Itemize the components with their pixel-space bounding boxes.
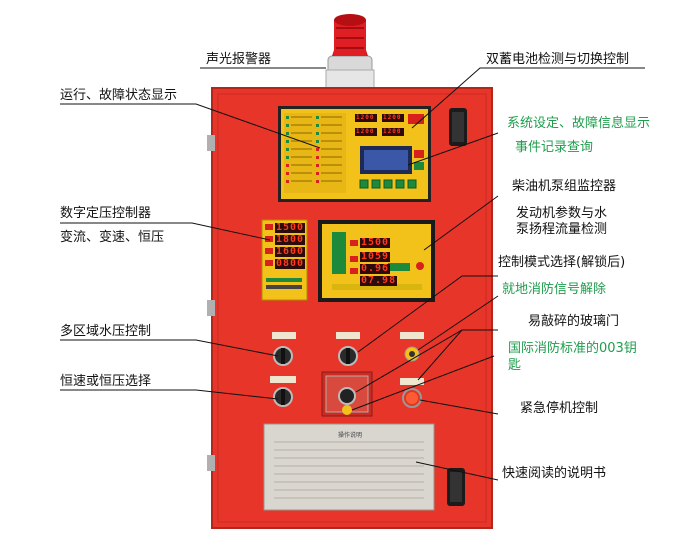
label-alarm: 声光报警器 bbox=[206, 52, 272, 67]
label-local: 就地消防信号解除 bbox=[502, 282, 607, 297]
top-display-4: 1200 bbox=[383, 128, 402, 136]
right-display-4: 07.98 bbox=[360, 275, 398, 286]
alarm-beacon-icon bbox=[325, 14, 375, 89]
label-diesel: 柴油机泵组监控器 bbox=[512, 179, 617, 194]
label-status: 运行、故障状态显示 bbox=[60, 88, 178, 103]
label-events: 事件记录查询 bbox=[515, 140, 594, 155]
status-panel bbox=[278, 106, 431, 202]
left-display-4: 0800 bbox=[275, 258, 306, 269]
left-display-2: 1800 bbox=[275, 234, 306, 245]
instruction-plate bbox=[263, 423, 435, 511]
top-display-1: 1200 bbox=[356, 114, 375, 122]
label-multizone: 多区域水压控制 bbox=[60, 324, 152, 339]
left-display-3: 1600 bbox=[275, 246, 306, 257]
label-digital: 数字定压控制器 bbox=[60, 206, 152, 221]
label-engine-line2: 泵扬程流量检测 bbox=[516, 222, 608, 237]
left-display-1: 1500 bbox=[275, 222, 306, 233]
label-mode: 控制模式选择(解锁后) bbox=[498, 255, 626, 270]
right-display-2: 1059 bbox=[360, 251, 391, 262]
label-key-line2: 匙 bbox=[508, 358, 522, 373]
label-speed: 恒速或恒压选择 bbox=[60, 374, 152, 389]
label-battery: 双蓄电池检测与切换控制 bbox=[486, 52, 630, 67]
label-engine-line1: 发动机参数与水 bbox=[516, 206, 608, 221]
leader-lines bbox=[60, 67, 645, 481]
selector-switches bbox=[270, 332, 424, 417]
top-display-3: 1200 bbox=[356, 128, 375, 136]
top-display-2: 1200 bbox=[383, 114, 402, 122]
instruction-plate-title: 操作说明 bbox=[338, 432, 363, 439]
label-flow: 变流、变速、恒压 bbox=[60, 230, 165, 245]
label-glass: 易敲碎的玻璃门 bbox=[528, 314, 620, 329]
label-key-line1: 国际消防标准的003钥 bbox=[508, 341, 637, 356]
right-display-3: 0.96 bbox=[360, 263, 391, 274]
label-settings: 系统设定、故障信息显示 bbox=[507, 116, 651, 131]
label-manual: 快速阅读的说明书 bbox=[502, 466, 607, 481]
right-display-1: 1500 bbox=[360, 237, 391, 248]
label-estop: 紧急停机控制 bbox=[520, 401, 599, 416]
